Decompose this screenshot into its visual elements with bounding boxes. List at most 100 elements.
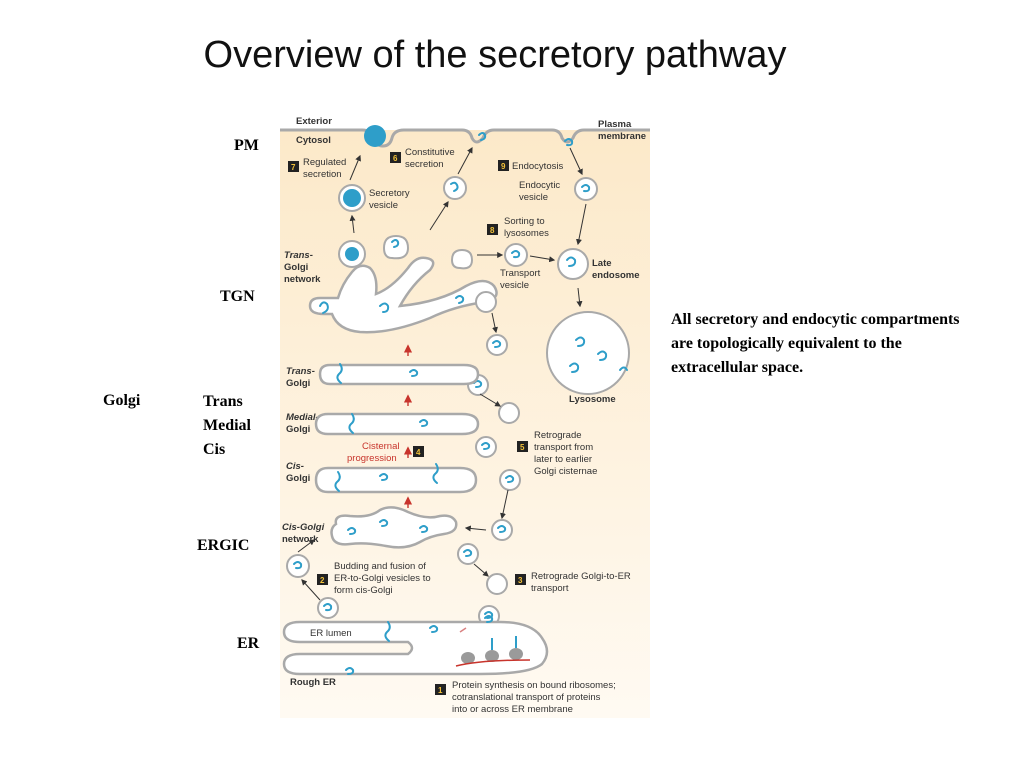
step5-label-3: later to earlier xyxy=(534,454,592,465)
label-trans: Trans xyxy=(203,393,243,410)
protein-cargo xyxy=(384,621,391,642)
endocytic-vesicle-label-2: vesicle xyxy=(519,192,548,203)
slide-title: Overview of the secretory pathway xyxy=(203,34,787,76)
step7-number: 7 xyxy=(291,163,296,172)
retrograde-vesicle xyxy=(486,334,508,356)
label-pm: PM xyxy=(234,137,259,154)
step1-label-2: cotranslational transport of proteins xyxy=(452,692,601,703)
trans-golgi-network xyxy=(308,256,498,334)
tgn-lysosomal-bud xyxy=(450,248,474,270)
ribosomes xyxy=(455,636,531,667)
er-golgi-vesicle xyxy=(317,597,339,619)
step9-box xyxy=(498,160,509,171)
step3-box xyxy=(515,574,526,585)
step3-label-1: Retrograde Golgi-to-ER xyxy=(531,571,631,582)
late-endosome-label-2: endosome xyxy=(592,270,640,281)
protein-cargo xyxy=(432,463,439,484)
step9-number: 9 xyxy=(501,162,506,171)
cis-golgi-label-2: Golgi xyxy=(286,473,310,484)
protein-cargo xyxy=(379,473,389,481)
retrograde-vesicle xyxy=(475,291,497,313)
plasma-label-2: membrane xyxy=(598,131,646,142)
step8-number: 8 xyxy=(490,226,495,235)
protein-cargo xyxy=(619,366,628,371)
lysosome xyxy=(546,311,630,395)
protein-cargo xyxy=(345,667,355,675)
protein-cargo xyxy=(455,295,465,304)
retrograde-vesicle xyxy=(499,469,521,491)
step8-label-1: Sorting to xyxy=(504,216,545,227)
transport-vesicle xyxy=(504,243,528,267)
retrograde-arrow xyxy=(464,525,487,532)
step7-box xyxy=(288,161,299,172)
step1-label-1: Protein synthesis on bound ribosomes; xyxy=(452,680,616,691)
step5-box xyxy=(517,441,528,452)
lysosome-label: Lysosome xyxy=(569,394,616,405)
tgn-label-1: Trans- xyxy=(284,250,313,261)
protein-cargo xyxy=(293,561,303,570)
step3-number: 3 xyxy=(518,576,523,585)
step6-label-1: Constitutive xyxy=(405,147,455,158)
step5-label-1: Retrograde xyxy=(534,430,582,441)
step2-number: 2 xyxy=(320,576,325,585)
plasma-label-1: Plasma xyxy=(598,119,632,130)
cgn-label-2: network xyxy=(282,534,319,545)
er-lumen-label: ER lumen xyxy=(310,628,352,639)
step5-label-4: Golgi cisternae xyxy=(534,466,597,477)
protein-cargo xyxy=(347,527,357,535)
nascent-chain xyxy=(459,627,467,633)
rough-er-label: Rough ER xyxy=(290,677,336,688)
dense-core xyxy=(343,189,361,207)
step9-label: Endocytosis xyxy=(512,161,563,172)
endocytic-vesicle-label-1: Endocytic xyxy=(519,180,560,191)
label-ergic: ERGIC xyxy=(197,537,250,554)
step2-label-2: ER-to-Golgi vesicles to xyxy=(334,573,431,584)
er-golgi-vesicle xyxy=(286,554,310,578)
retrograde-vesicle xyxy=(475,436,497,458)
retrograde-vesicle xyxy=(498,402,520,424)
constitutive-arrow xyxy=(429,200,449,231)
protein-cargo xyxy=(492,340,502,348)
tgn-label-3: network xyxy=(284,274,321,285)
medial-cisterna xyxy=(314,412,480,436)
label-golgi: Golgi xyxy=(103,392,141,409)
rough-er xyxy=(282,620,549,676)
step1-label-3: into or across ER membrane xyxy=(452,704,573,715)
retrograde-vesicle xyxy=(486,573,508,595)
secreted-granule xyxy=(364,125,386,147)
topology-note: All secretory and endocytic compartments… xyxy=(671,311,960,376)
protein-cargo xyxy=(336,363,343,384)
step4-number: 4 xyxy=(416,448,421,457)
secretory-vesicle-label-2: vesicle xyxy=(369,200,398,211)
lysosome-arrow xyxy=(576,287,583,308)
step3-label-2: transport xyxy=(531,583,569,594)
protein-cargo xyxy=(478,132,487,141)
retrograde-vesicle xyxy=(457,543,479,565)
regulated-arrow xyxy=(349,154,361,181)
sorting-arrow xyxy=(529,255,556,263)
step8-box xyxy=(487,224,498,235)
endocytic-vesicle xyxy=(574,177,598,201)
step1-box xyxy=(435,684,446,695)
step2-label-1: Budding and fusion of xyxy=(334,561,426,572)
step1-number: 1 xyxy=(438,686,443,695)
secretory-vesicle-label-1: Secretory xyxy=(369,188,410,199)
constitutive-arrow xyxy=(457,146,473,175)
transport-vesicle-label-1: Transport xyxy=(500,268,541,279)
protein-cargo xyxy=(484,611,494,619)
transport-vesicle-label-2: vesicle xyxy=(500,280,529,291)
retrograde-arrow xyxy=(473,563,489,577)
cisternal-progression-label-2: progression xyxy=(347,453,397,464)
step6-box xyxy=(390,152,401,163)
trans-golgi-label-2: Golgi xyxy=(286,378,310,389)
step4-box xyxy=(413,446,424,457)
retrograde-vesicle xyxy=(491,519,513,541)
label-er: ER xyxy=(237,635,260,652)
step7-label-1: Regulated xyxy=(303,157,346,168)
constitutive-vesicle xyxy=(443,176,467,200)
late-endosome-label-1: Late xyxy=(592,258,612,269)
protein-cargo xyxy=(575,336,586,347)
step8-label-2: lysosomes xyxy=(504,228,549,239)
step2-box xyxy=(317,574,328,585)
secretory-pathway-diagram: Exterior Cytosol Plasma membrane 7 Regul… xyxy=(280,116,650,718)
